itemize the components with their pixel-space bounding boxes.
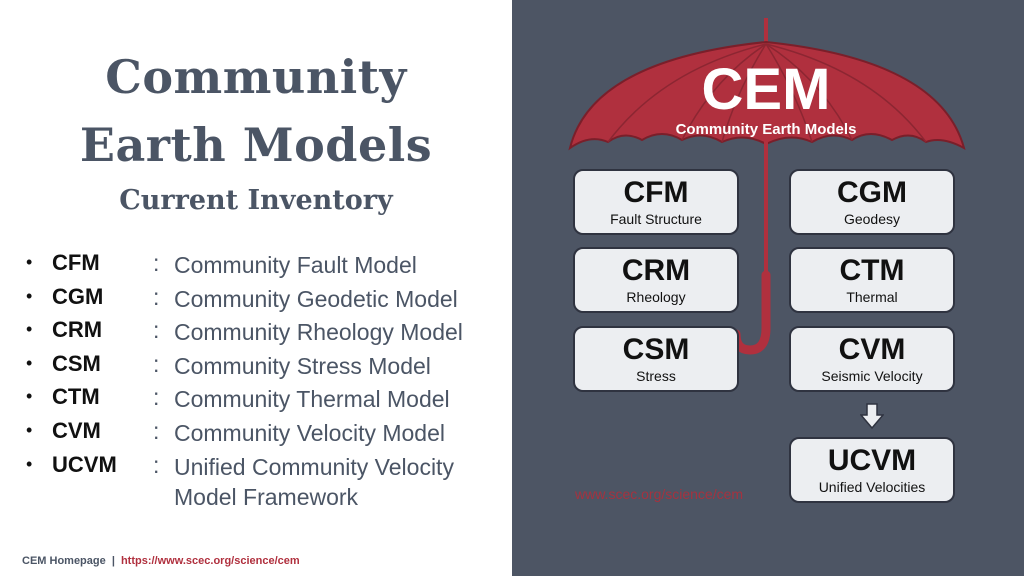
bullet: •	[26, 419, 33, 440]
model-description: Community Fault Model	[174, 252, 417, 278]
model-sub: Thermal	[846, 289, 898, 305]
umbrella-subtitle: Community Earth Models	[676, 121, 857, 138]
colon: :	[153, 350, 160, 377]
umbrella-graphic: CEM Community Earth Models	[568, 18, 966, 355]
footer-label: CEM Homepage	[22, 555, 106, 567]
model-description: Community Thermal Model	[174, 386, 450, 413]
model-abbr: CSM	[52, 350, 101, 376]
model-abbr: CRM	[52, 317, 103, 343]
model-description: Unified Community Velocity Model Framewo…	[174, 453, 454, 510]
model-abbr: CTM	[52, 384, 100, 410]
watermark-url: www.scec.org/science/cem	[575, 486, 744, 502]
model-sub: Seismic Velocity	[821, 368, 923, 384]
model-abbr: CVM	[52, 417, 101, 443]
umbrella-canopy	[568, 40, 966, 151]
model-sub: Rheology	[626, 289, 686, 305]
model-abbr: CGM	[52, 283, 104, 309]
list-item-cfm: • CFM : Community Fault Model	[26, 250, 506, 284]
right-panel: CEM Community Earth Models CFM Fault Str…	[512, 0, 1024, 576]
model-sub: Unified Velocities	[818, 479, 926, 495]
colon: :	[153, 250, 160, 276]
model-code: UCVM	[827, 444, 917, 477]
bullet: •	[26, 453, 33, 474]
model-description: Community Rheology Model	[174, 319, 463, 346]
model-box-cvm: CVM Seismic Velocity	[789, 326, 955, 392]
umbrella-title: CEM	[702, 57, 831, 122]
page-title-line1: Community	[105, 50, 407, 104]
colon: :	[153, 283, 160, 310]
umbrella-handle	[731, 270, 771, 355]
list-item-cvm: • CVM : Community Velocity Model	[26, 418, 506, 452]
page-title-line2: Earth Models	[79, 118, 433, 172]
model-box-ctm: CTM Thermal	[789, 247, 955, 313]
model-box-cgm: CGM Geodesy	[789, 169, 955, 235]
model-code: CVM	[838, 333, 906, 366]
footer-separator: |	[111, 555, 115, 567]
model-box-ucvm: UCVM Unified Velocities	[789, 437, 955, 503]
model-box-crm: CRM Rheology	[573, 247, 739, 313]
list-item-crm: • CRM : Community Rheology Model	[26, 317, 506, 351]
model-code: CFM	[623, 176, 689, 209]
model-code: CTM	[839, 254, 905, 287]
inventory-list: • CFM : Community Fault Model • CGM : Co…	[26, 250, 506, 516]
list-item-ucvm: • UCVM : Unified Community Velocity Mode…	[26, 452, 506, 516]
model-description: Community Geodetic Model	[174, 285, 458, 312]
bullet: •	[26, 285, 33, 306]
umbrella-ribs	[607, 43, 927, 143]
model-box-csm: CSM Stress	[573, 326, 739, 392]
bullet: •	[26, 386, 33, 407]
model-code: CGM	[837, 176, 907, 209]
colon: :	[153, 317, 160, 344]
list-item-ctm: • CTM : Community Thermal Model	[26, 384, 506, 418]
model-code: CRM	[621, 254, 691, 287]
model-abbr: UCVM	[52, 451, 117, 477]
model-sub: Fault Structure	[610, 211, 702, 227]
footer: CEM Homepage | https://www.scec.org/scie…	[22, 555, 300, 567]
list-item-cgm: • CGM : Community Geodetic Model	[26, 284, 506, 318]
bullet: •	[26, 252, 33, 272]
model-sub: Geodesy	[843, 211, 901, 227]
bullet: •	[26, 352, 33, 373]
model-description: Community Velocity Model	[174, 419, 445, 446]
model-box-cfm: CFM Fault Structure	[573, 169, 739, 235]
model-description: Community Stress Model	[174, 352, 431, 379]
page-subtitle: Current Inventory	[119, 185, 393, 216]
left-panel: Community Earth Models Current Inventory…	[22, 50, 506, 567]
cem-homepage-link[interactable]: https://www.scec.org/science/cem	[120, 555, 300, 567]
model-code: CSM	[622, 333, 690, 366]
model-abbr: CFM	[52, 250, 100, 275]
bullet: •	[26, 319, 33, 340]
down-arrow-icon	[860, 403, 884, 429]
colon: :	[153, 417, 160, 444]
colon: :	[153, 384, 160, 411]
colon: :	[153, 451, 160, 478]
list-item-csm: • CSM : Community Stress Model	[26, 351, 506, 385]
model-sub: Stress	[636, 368, 676, 384]
